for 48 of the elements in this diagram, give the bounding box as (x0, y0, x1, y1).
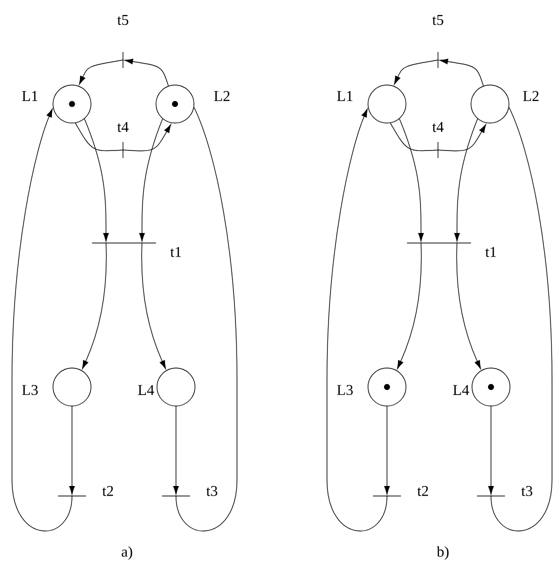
place-label: t2 (102, 486, 113, 496)
place-circle (368, 368, 406, 406)
place-label: L3 (337, 384, 353, 396)
place-label: L3 (22, 384, 38, 396)
place-label: t1 (485, 246, 496, 258)
arrow (394, 60, 438, 85)
panel-label: a) (122, 546, 132, 560)
arrow (69, 406, 75, 495)
arrow (84, 118, 109, 242)
place-label: t4 (117, 122, 129, 132)
place-label: t3 (206, 486, 218, 496)
place-label: t1 (170, 246, 181, 258)
arrow (139, 118, 163, 242)
place-label: t2 (417, 486, 428, 496)
place-circle (470, 84, 510, 124)
place-label: L2 (214, 91, 230, 101)
arrow (399, 118, 424, 242)
arrow (141, 242, 166, 369)
place-circle (368, 84, 406, 124)
place-label: L1 (337, 91, 352, 101)
place-label: t5 (117, 15, 128, 25)
place-circle (52, 84, 92, 124)
place-circle (156, 84, 194, 124)
place-circle (156, 368, 196, 406)
arrow (82, 242, 107, 369)
arrow (124, 58, 169, 86)
arrow (173, 406, 179, 495)
arrow (456, 242, 481, 369)
place-label: L4 (138, 385, 154, 395)
arrow (439, 58, 484, 86)
place-label: L1 (22, 91, 38, 101)
place-label: L2 (523, 91, 538, 101)
place-label: t4 (432, 122, 444, 132)
arrow (122, 124, 172, 152)
arrow (438, 124, 486, 152)
arrow (488, 406, 494, 495)
place-label: L4 (453, 385, 470, 395)
panel-label: b) (436, 546, 449, 560)
arrow (397, 242, 422, 369)
arrow (384, 406, 390, 495)
arrow (12, 108, 72, 532)
arrow (454, 118, 478, 242)
place-label: t3 (521, 486, 532, 496)
place-circle (52, 368, 92, 406)
arrow (326, 108, 388, 532)
place-label: t5 (432, 15, 444, 25)
place-circle (472, 368, 510, 406)
arrow (79, 60, 124, 85)
